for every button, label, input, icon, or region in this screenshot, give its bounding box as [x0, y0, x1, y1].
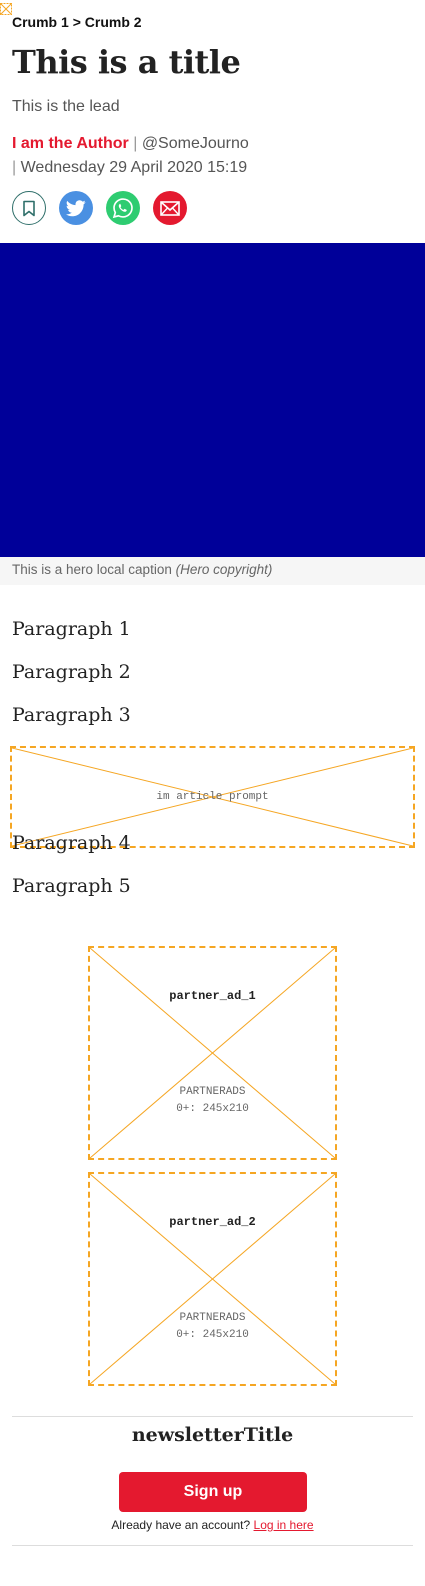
- author-link[interactable]: I am the Author: [12, 135, 129, 152]
- partner-ad-1[interactable]: partner_ad_1 PARTNERADS 0+: 245x210: [88, 946, 337, 1160]
- account-text: Already have an account?: [111, 1518, 251, 1532]
- breadcrumb-separator: >: [72, 14, 81, 30]
- article-paragraph: Paragraph 4: [12, 832, 131, 854]
- placeholder-cross: [90, 1174, 335, 1384]
- newsletter-title: newsletterTitle: [131, 1424, 294, 1446]
- partner-ad-1-name: partner_ad_1: [169, 989, 256, 1003]
- twitter-icon: [66, 199, 86, 216]
- share-bar: [12, 191, 187, 225]
- article-prompt-ad[interactable]: im article prompt: [10, 746, 415, 848]
- whatsapp-icon: [112, 198, 133, 219]
- share-twitter-button[interactable]: [59, 191, 93, 225]
- hero-caption: This is a hero local caption (Hero copyr…: [0, 557, 425, 585]
- login-link[interactable]: Log in here: [253, 1518, 314, 1532]
- signup-button[interactable]: Sign up: [119, 1472, 307, 1512]
- corner-ad-placeholder: [0, 0, 13, 16]
- newsletter-divider-top: [12, 1416, 413, 1417]
- partner-ad-1-provider: PARTNERADS: [179, 1086, 246, 1098]
- bookmark-icon: [23, 200, 35, 216]
- author-handle[interactable]: @SomeJourno: [141, 135, 249, 152]
- byline: I am the Author | @SomeJourno | Wednesda…: [12, 132, 412, 180]
- placeholder-cross: [90, 948, 335, 1158]
- date-divider: |: [12, 159, 17, 176]
- share-whatsapp-button[interactable]: [106, 191, 140, 225]
- share-email-button[interactable]: [153, 191, 187, 225]
- publish-date: Wednesday 29 April 2020 15:19: [20, 159, 248, 176]
- breadcrumb: Crumb 1 > Crumb 2: [12, 14, 142, 30]
- partner-ad-2[interactable]: partner_ad_2 PARTNERADS 0+: 245x210: [88, 1172, 337, 1386]
- newsletter-divider-bottom: [12, 1545, 413, 1546]
- article-prompt-label: im article prompt: [156, 791, 269, 803]
- byline-divider: |: [133, 135, 138, 152]
- email-icon: [160, 200, 180, 216]
- login-prompt: Already have an account? Log in here: [0, 1518, 425, 1532]
- article-paragraph: Paragraph 3: [12, 704, 131, 726]
- partner-ad-1-size: 0+: 245x210: [176, 1103, 249, 1115]
- save-article-button[interactable]: [12, 191, 46, 225]
- partner-ad-2-provider: PARTNERADS: [179, 1312, 246, 1324]
- partner-ad-2-size: 0+: 245x210: [176, 1329, 249, 1341]
- hero-copyright: (Hero copyright): [175, 562, 273, 577]
- placeholder-cross: [12, 748, 413, 846]
- partner-ad-2-name: partner_ad_2: [169, 1215, 256, 1229]
- breadcrumb-item-1[interactable]: Crumb 1: [12, 14, 69, 30]
- page-title: This is a title: [12, 43, 241, 81]
- breadcrumb-item-2[interactable]: Crumb 2: [84, 14, 142, 30]
- article-paragraph: Paragraph 5: [12, 875, 131, 897]
- article-paragraph: Paragraph 1: [12, 618, 131, 640]
- article-paragraph: Paragraph 2: [12, 661, 131, 683]
- article-lead: This is the lead: [12, 98, 120, 115]
- hero-image: [0, 243, 425, 557]
- hero-caption-text: This is a hero local caption: [12, 562, 172, 577]
